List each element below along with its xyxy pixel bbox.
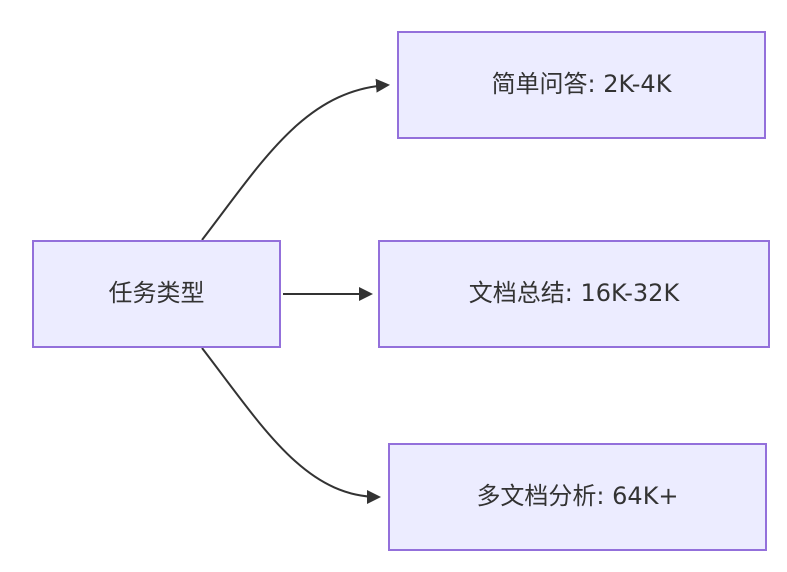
- node-task-type-label: 任务类型: [108, 279, 205, 308]
- node-simple-qa: 简单问答: 2K-4K: [397, 31, 766, 139]
- node-doc-summary-label: 文档总结: 16K-32K: [468, 279, 680, 308]
- node-multi-doc-analysis: 多文档分析: 64K+: [388, 443, 767, 551]
- node-simple-qa-label: 简单问答: 2K-4K: [491, 70, 672, 99]
- node-multi-doc-analysis-label: 多文档分析: 64K+: [476, 482, 679, 511]
- node-doc-summary: 文档总结: 16K-32K: [378, 240, 770, 348]
- edge-root-to-multi-doc: [201, 347, 381, 504]
- edge-root-to-simple-qa: [201, 78, 390, 241]
- node-task-type: 任务类型: [32, 240, 281, 348]
